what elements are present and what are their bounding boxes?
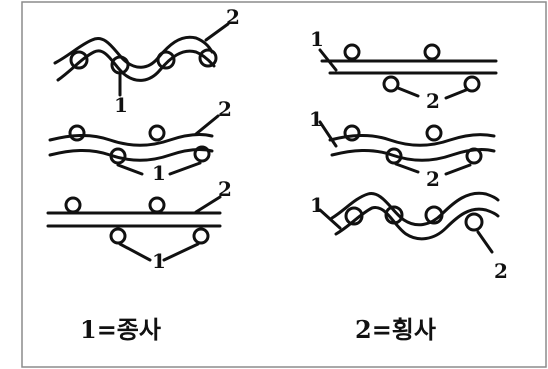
warp-circle — [110, 55, 130, 75]
leader-line — [204, 22, 230, 42]
leader-line — [318, 48, 338, 72]
warp-circle — [464, 212, 484, 232]
warp-circle — [148, 124, 166, 142]
left-panel-1 — [53, 22, 230, 97]
leader-line — [476, 230, 494, 254]
warp-circle — [384, 205, 404, 225]
label-warp: 1 — [310, 193, 324, 217]
legend-weft: 2=횡사 — [355, 315, 436, 344]
warp-circle — [192, 227, 210, 245]
label-warp: 1 — [152, 161, 166, 185]
label-weft: 2 — [218, 177, 232, 201]
label-weft: 2 — [218, 97, 232, 121]
leader-line — [118, 242, 152, 262]
warp-circle — [425, 124, 443, 142]
leader-line — [194, 195, 222, 214]
leader-line — [116, 163, 144, 176]
label-weft: 2 — [426, 89, 440, 113]
weft-wave-inner — [48, 148, 214, 162]
warp-circle — [148, 196, 166, 214]
warp-circle — [109, 227, 127, 245]
warp-circle — [198, 48, 218, 68]
leader-line — [444, 163, 472, 176]
warp-circle — [423, 43, 441, 61]
diagram-frame — [21, 1, 547, 368]
warp-circle — [343, 43, 361, 61]
leader-line — [394, 162, 420, 174]
weft-wave-inner — [56, 49, 216, 82]
weft-wave — [48, 133, 214, 147]
label-weft: 2 — [426, 167, 440, 191]
warp-circle — [156, 50, 176, 70]
warp-circle — [64, 196, 82, 214]
warp-circle — [382, 75, 400, 93]
warp-circle — [385, 147, 403, 165]
label-weft: 2 — [226, 5, 240, 29]
leader-line — [318, 120, 338, 148]
warp-circle — [69, 50, 89, 70]
weft-wave — [330, 191, 500, 227]
label-warp: 1 — [152, 249, 166, 273]
left-panel-2 — [48, 114, 220, 176]
legend-warp: 1=종사 — [80, 315, 161, 344]
warp-circle — [465, 147, 483, 165]
label-warp: 1 — [310, 27, 324, 51]
leader-line — [168, 161, 202, 176]
label-warp: 1 — [114, 93, 128, 117]
right-panel-3 — [318, 191, 500, 254]
left-panel-3 — [46, 195, 222, 262]
leader-line — [444, 88, 468, 100]
label-warp: 1 — [309, 107, 323, 131]
leader-line — [162, 242, 200, 262]
leader-line — [396, 86, 420, 98]
leader-line — [194, 114, 220, 136]
right-panel-1 — [318, 43, 498, 100]
warp-circle — [68, 124, 86, 142]
warp-circle — [344, 206, 364, 226]
warp-circle — [424, 205, 444, 225]
weft-wave — [53, 35, 214, 69]
right-panel-2 — [318, 120, 496, 176]
leader-line — [318, 208, 342, 230]
label-weft: 2 — [494, 259, 508, 283]
warp-circle — [463, 75, 481, 93]
warp-circle — [343, 124, 361, 142]
weft-wave-inner — [334, 206, 500, 241]
warp-circle — [193, 145, 211, 163]
warp-circle — [109, 147, 127, 165]
